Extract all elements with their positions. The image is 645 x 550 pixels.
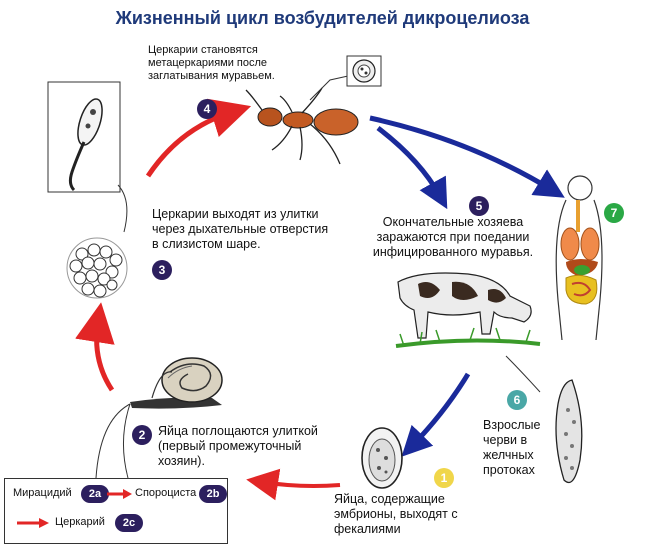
step-badge-2: 2	[132, 425, 152, 445]
human-organs-icon	[556, 176, 602, 340]
legend-badge-2a: 2a	[81, 485, 109, 503]
step-badge-3: 3	[152, 260, 172, 280]
step-3-line: Церкарии выходят из улитки	[152, 207, 362, 222]
step-1-line: фекалиями	[334, 522, 504, 537]
step-badge-1: 1	[434, 468, 454, 488]
step-4-text: Церкарии становятся метацеркариями после…	[148, 44, 318, 83]
snail-pointer-line	[96, 404, 130, 478]
legend-sporocyst-label: Спороциста	[135, 487, 196, 499]
legend-miracidium-label: Мирацидий	[13, 487, 72, 499]
slime-ball-icon	[67, 238, 127, 298]
legend-badge-2c: 2c	[115, 514, 143, 532]
arrow-slime-to-ant	[148, 112, 232, 176]
cow-icon	[396, 273, 540, 346]
step-2-line: (первый промежуточный	[158, 439, 348, 454]
step-5-line: Окончательные хозяева	[358, 215, 548, 230]
arrow-cow-to-egg	[412, 374, 468, 446]
arrow-snail-to-slime	[97, 322, 112, 390]
egg-icon	[362, 428, 402, 488]
step-1-line: эмбрионы, выходят с	[334, 507, 504, 522]
step-badge-7: 7	[604, 203, 624, 223]
step-3-line: через дыхательные отверстия	[152, 222, 362, 237]
step-6-line: желчных	[483, 448, 553, 463]
step-4-line: метацеркариями после	[148, 57, 318, 70]
step-6-text: Взрослые черви в желчных протоках	[483, 418, 553, 478]
metacercaria-icon	[347, 56, 381, 86]
arrow-ant-to-cow	[378, 128, 440, 196]
legend-arrow-icon	[17, 517, 51, 529]
arrow-ant-to-human	[370, 118, 552, 190]
step-5-line: инфицированного муравья.	[358, 245, 548, 260]
adult-worm-icon	[556, 380, 582, 483]
step-6-line: черви в	[483, 433, 553, 448]
adult-worm-pointer-line	[506, 356, 540, 392]
step-2-line: Яйца поглощаются улиткой	[158, 424, 348, 439]
step-1-line: Яйца, содержащие	[334, 492, 504, 507]
step-2-text: Яйца поглощаются улиткой (первый промежу…	[158, 424, 348, 469]
step-4-line: Церкарии становятся	[148, 44, 318, 57]
step-4-line: заглатывания муравьем.	[148, 70, 318, 83]
step-badge-5: 5	[469, 196, 489, 216]
arrow-egg-to-snail	[262, 482, 340, 486]
step-badge-4: 4	[197, 99, 217, 119]
legend: Мирацидий 2a Спороциста 2b Церкарий 2c	[4, 478, 228, 544]
snail-pointer-line-2	[123, 404, 130, 478]
step-5-line: заражаются при поедании	[358, 230, 548, 245]
step-1-text: Яйца, содержащие эмбрионы, выходят с фек…	[334, 492, 504, 537]
legend-badge-2b: 2b	[199, 485, 227, 503]
step-6-line: Взрослые	[483, 418, 553, 433]
step-6-line: протоках	[483, 463, 553, 478]
ant-icon	[246, 88, 358, 164]
legend-cercaria-label: Церкарий	[55, 516, 105, 528]
snail-icon	[130, 358, 222, 409]
step-badge-6: 6	[507, 390, 527, 410]
cercaria-icon	[48, 82, 120, 192]
step-3-line: в слизистом шаре.	[152, 237, 362, 252]
step-3-text: Церкарии выходят из улитки через дыхател…	[152, 207, 362, 252]
legend-arrow-icon	[107, 488, 133, 500]
step-2-line: хозяин).	[158, 454, 348, 469]
step-5-text: Окончательные хозяева заражаются при пое…	[358, 215, 548, 260]
